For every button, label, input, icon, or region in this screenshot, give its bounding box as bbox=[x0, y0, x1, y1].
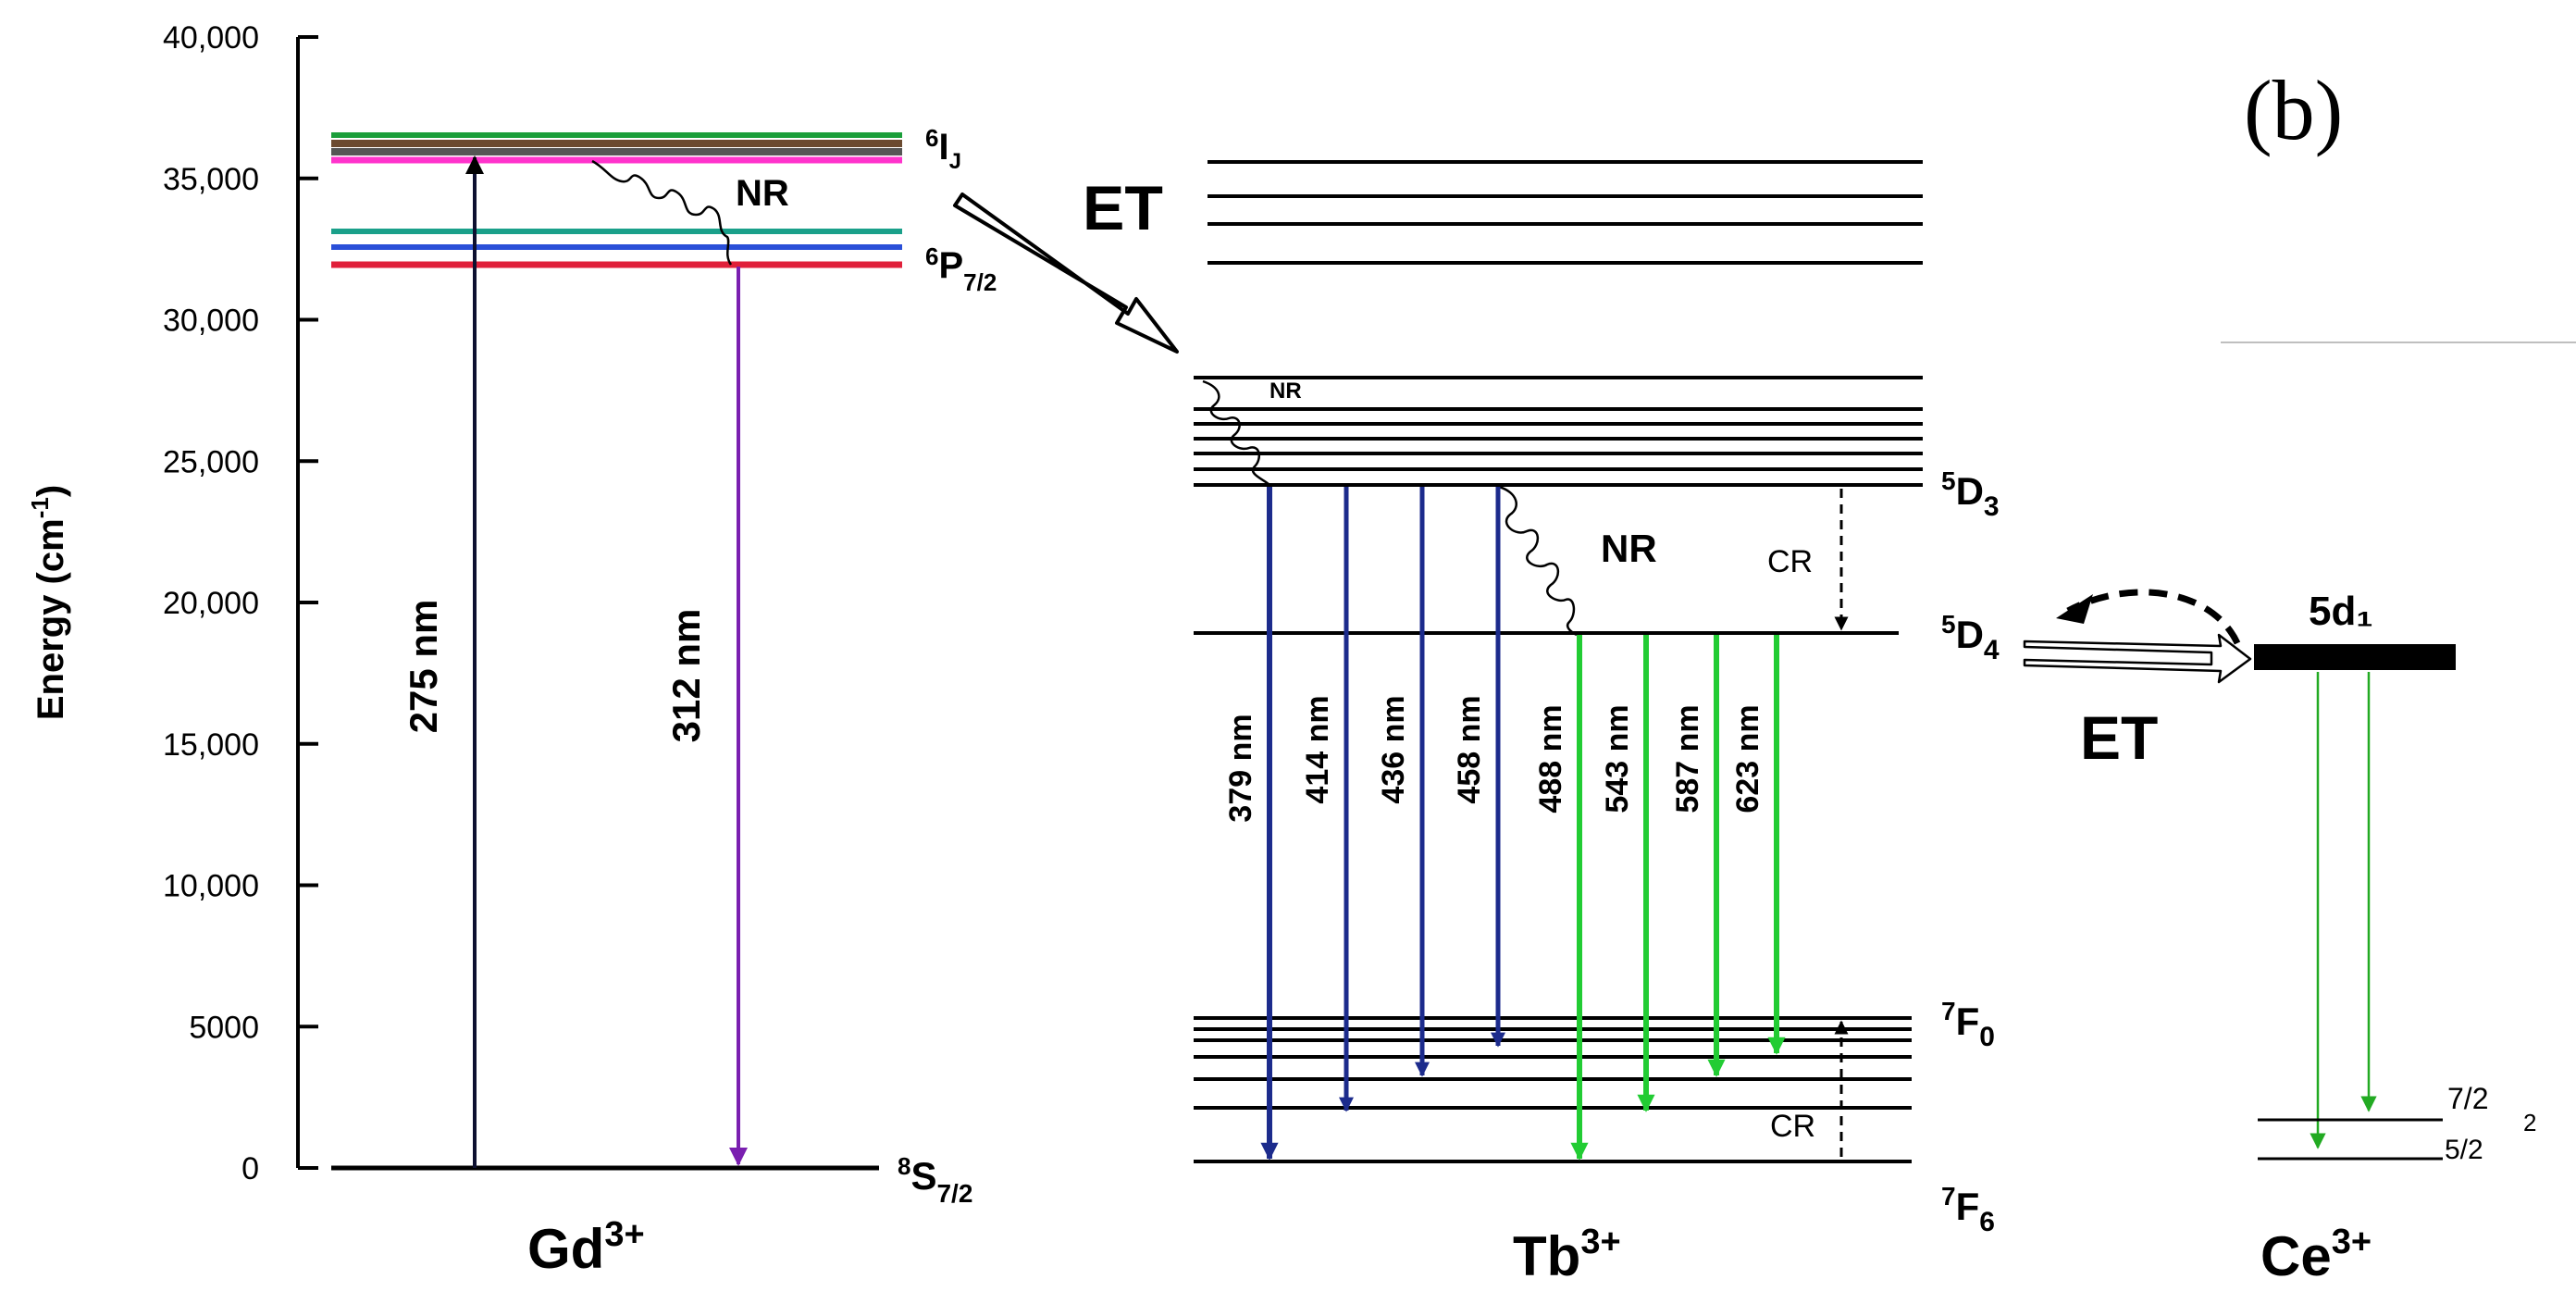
ce-level-5-2-label: 5/2 bbox=[2445, 1135, 2483, 1165]
y-axis-tick-label: 15,000 bbox=[163, 727, 259, 763]
tb-term-7f0: 7F0 bbox=[1941, 997, 1995, 1052]
gd-term-6i: 6IJ bbox=[925, 124, 961, 174]
tb-to-ce-transfer-arrow bbox=[2023, 633, 2252, 684]
tb-emission-label-458: 458 nm bbox=[1452, 695, 1487, 803]
gd-nr-label: NR bbox=[736, 173, 789, 214]
tb-nr-mid-label: NR bbox=[1601, 527, 1657, 570]
gd-to-tb-transfer-arrow bbox=[953, 192, 1179, 354]
tb-emission-label-623: 623 nm bbox=[1730, 704, 1765, 813]
y-axis-tick-label: 20,000 bbox=[163, 586, 259, 621]
tb-term-7f6: 7F6 bbox=[1941, 1182, 1995, 1237]
ce-5d1-label: 5d₁ bbox=[2309, 589, 2373, 634]
y-axis-ticks: 0 5000 10,000 15,000 20,000 25,000 30,000 35,00… bbox=[163, 20, 318, 1186]
tb-cr-lower-label: CR bbox=[1770, 1109, 1815, 1144]
y-axis-tick-label: 35,000 bbox=[163, 162, 259, 197]
ce-back-transfer-arrowhead bbox=[2056, 594, 2093, 624]
y-axis-title: Energy (cm-1) bbox=[26, 485, 71, 720]
gd-ion-label: Gd3+ bbox=[527, 1215, 645, 1280]
tb-emission-label-587: 587 nm bbox=[1670, 704, 1705, 813]
tb-emission-label-436: 436 nm bbox=[1376, 695, 1411, 803]
panel-label: (b) bbox=[2244, 63, 2343, 157]
ce-back-transfer-arrow bbox=[2066, 589, 2241, 645]
y-axis-tick-label: 5000 bbox=[189, 1010, 259, 1045]
tb-ion-label: Tb3+ bbox=[1513, 1223, 1621, 1287]
gd-nr-wiggle bbox=[591, 159, 733, 266]
tb-term-5d4: 5D4 bbox=[1941, 610, 2000, 665]
gd-term-6p: 6P7/2 bbox=[925, 242, 997, 296]
tb-emission-label-543: 543 nm bbox=[1600, 704, 1635, 813]
ce-5d1-level bbox=[2254, 644, 2456, 670]
y-axis: 0 5000 10,000 15,000 20,000 25,000 30,000 35,00… bbox=[26, 20, 318, 1186]
tb-nr-mid-wiggle bbox=[1498, 485, 1578, 637]
y-axis-tick-label: 25,000 bbox=[163, 444, 259, 479]
tb-term-5d3: 5D3 bbox=[1941, 466, 2000, 522]
ce-term-superscript: 2 bbox=[2523, 1109, 2536, 1136]
tb-levels bbox=[1194, 160, 1923, 1163]
y-axis-tick-label: 30,000 bbox=[163, 304, 259, 339]
gd-term-8s: 8S7/2 bbox=[898, 1152, 972, 1208]
tb-nr-upper-label: NR bbox=[1269, 379, 1302, 404]
ce-ion-label: Ce3+ bbox=[2260, 1223, 2372, 1287]
y-axis-tick-label: 40,000 bbox=[163, 20, 259, 56]
gd-to-tb-transfer-label: ET bbox=[1083, 173, 1163, 243]
tb-nr-upper-wiggle bbox=[1202, 379, 1270, 486]
y-axis-tick-label: 10,000 bbox=[163, 869, 259, 904]
gd-emission-label: 312 nm bbox=[664, 609, 708, 743]
tb-emission-label-488: 488 nm bbox=[1533, 704, 1568, 813]
gd-excitation-label: 275 nm bbox=[402, 600, 445, 734]
tb-to-ce-transfer-label: ET bbox=[2080, 703, 2158, 772]
y-axis-tick-label: 0 bbox=[242, 1151, 259, 1186]
tb-emission-label-379: 379 nm bbox=[1223, 714, 1258, 822]
tb-emission-label-414: 414 nm bbox=[1300, 695, 1335, 803]
gd-levels bbox=[331, 132, 902, 1171]
ce-level-7-2-label: 7/2 bbox=[2447, 1082, 2488, 1115]
tb-cr-upper-label: CR bbox=[1767, 544, 1813, 579]
